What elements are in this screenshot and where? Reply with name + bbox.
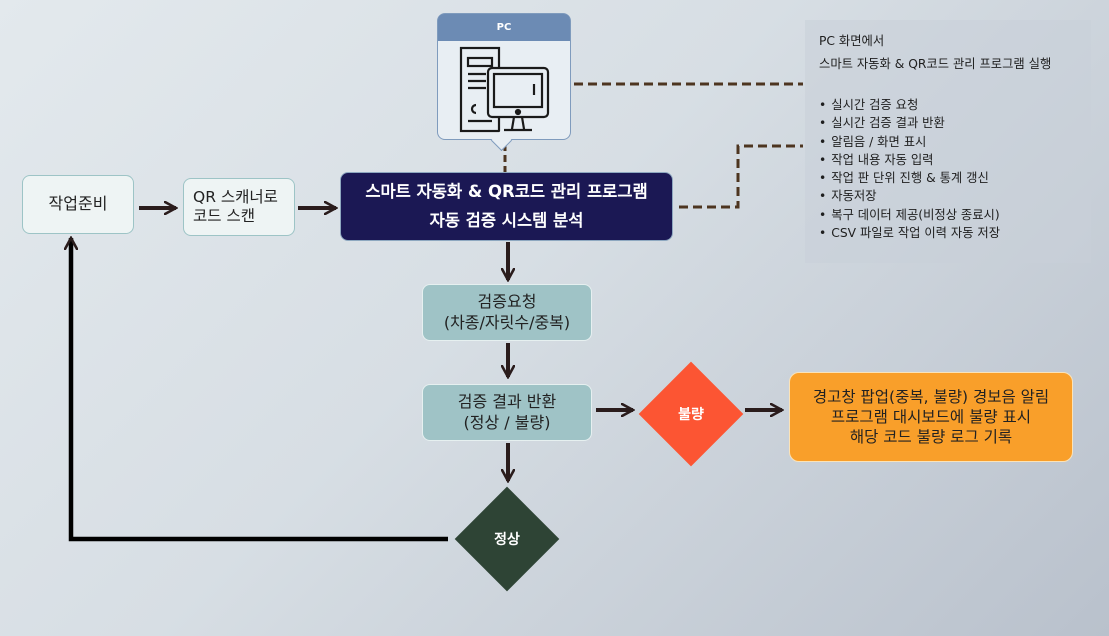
- node-verification-system: 스마트 자동화 & QR코드 관리 프로그램 자동 검증 시스템 분석: [340, 172, 673, 241]
- pc-card-title: PC: [438, 14, 570, 41]
- features-header-line2: 스마트 자동화 & QR코드 관리 프로그램 실행: [819, 57, 1052, 71]
- dashed-connector-system-notes: [679, 144, 803, 209]
- node-label-line2: (차종/자릿수/중복): [443, 312, 571, 332]
- node-label-line1: 스마트 자동화 & QR코드 관리 프로그램: [365, 181, 648, 201]
- features-header-line1: PC 화면에서: [819, 34, 885, 48]
- node-label-line1: 검증 결과 반환: [457, 391, 557, 411]
- node-label-line1: 경고창 팝업(중복, 불량) 경보음 알림: [812, 387, 1050, 406]
- node-label-line2: 프로그램 대시보드에 불량 표시: [830, 407, 1032, 426]
- decision-defect: 불량: [638, 361, 744, 467]
- arrow-normal-loop-to-prep: [71, 238, 448, 542]
- feature-item: 작업 판 단위 진행 & 통계 갱신: [819, 169, 1077, 187]
- node-label-line2: (정상 / 불량): [463, 412, 551, 432]
- feature-item: 알림음 / 화면 표시: [819, 133, 1077, 151]
- node-label-line2: 자동 검증 시스템 분석: [429, 210, 584, 230]
- node-verification-result: 검증 결과 반환 (정상 / 불량): [422, 384, 592, 441]
- decision-defect-label: 불량: [678, 407, 704, 423]
- feature-item: 복구 데이터 제공(비정상 종료시): [819, 206, 1077, 224]
- features-panel: PC 화면에서 스마트 자동화 & QR코드 관리 프로그램 실행 실시간 검증…: [805, 20, 1091, 263]
- node-verification-request: 검증요청 (차종/자릿수/중복): [422, 284, 592, 341]
- node-defect-alert: 경고창 팝업(중복, 불량) 경보음 알림 프로그램 대시보드에 불량 표시 해…: [789, 372, 1073, 462]
- feature-item: 실시간 검증 결과 반환: [819, 114, 1077, 132]
- node-work-preparation: 작업준비: [22, 175, 134, 234]
- feature-item: 작업 내용 자동 입력: [819, 151, 1077, 169]
- node-qr-scan: QR 스캐너로 코드 스캔: [183, 178, 295, 236]
- feature-item: 자동저장: [819, 187, 1077, 205]
- desktop-computer-icon: [459, 46, 550, 133]
- node-label-line1: 검증요청: [477, 291, 537, 311]
- decision-normal: 정상: [454, 486, 560, 592]
- node-label-line3: 해당 코드 불량 로그 기록: [849, 428, 1013, 447]
- feature-item: 실시간 검증 요청: [819, 96, 1077, 114]
- decision-normal-label: 정상: [494, 532, 520, 548]
- features-list: 실시간 검증 요청 실시간 검증 결과 반환 알림음 / 화면 표시 작업 내용…: [819, 96, 1077, 242]
- feature-item: CSV 파일로 작업 이력 자동 저장: [819, 224, 1077, 242]
- node-label: 작업준비: [48, 194, 108, 214]
- node-label-line2: 코드 스캔: [193, 207, 255, 225]
- node-label-line1: QR 스캐너로: [193, 187, 278, 206]
- pc-card: PC: [437, 13, 571, 152]
